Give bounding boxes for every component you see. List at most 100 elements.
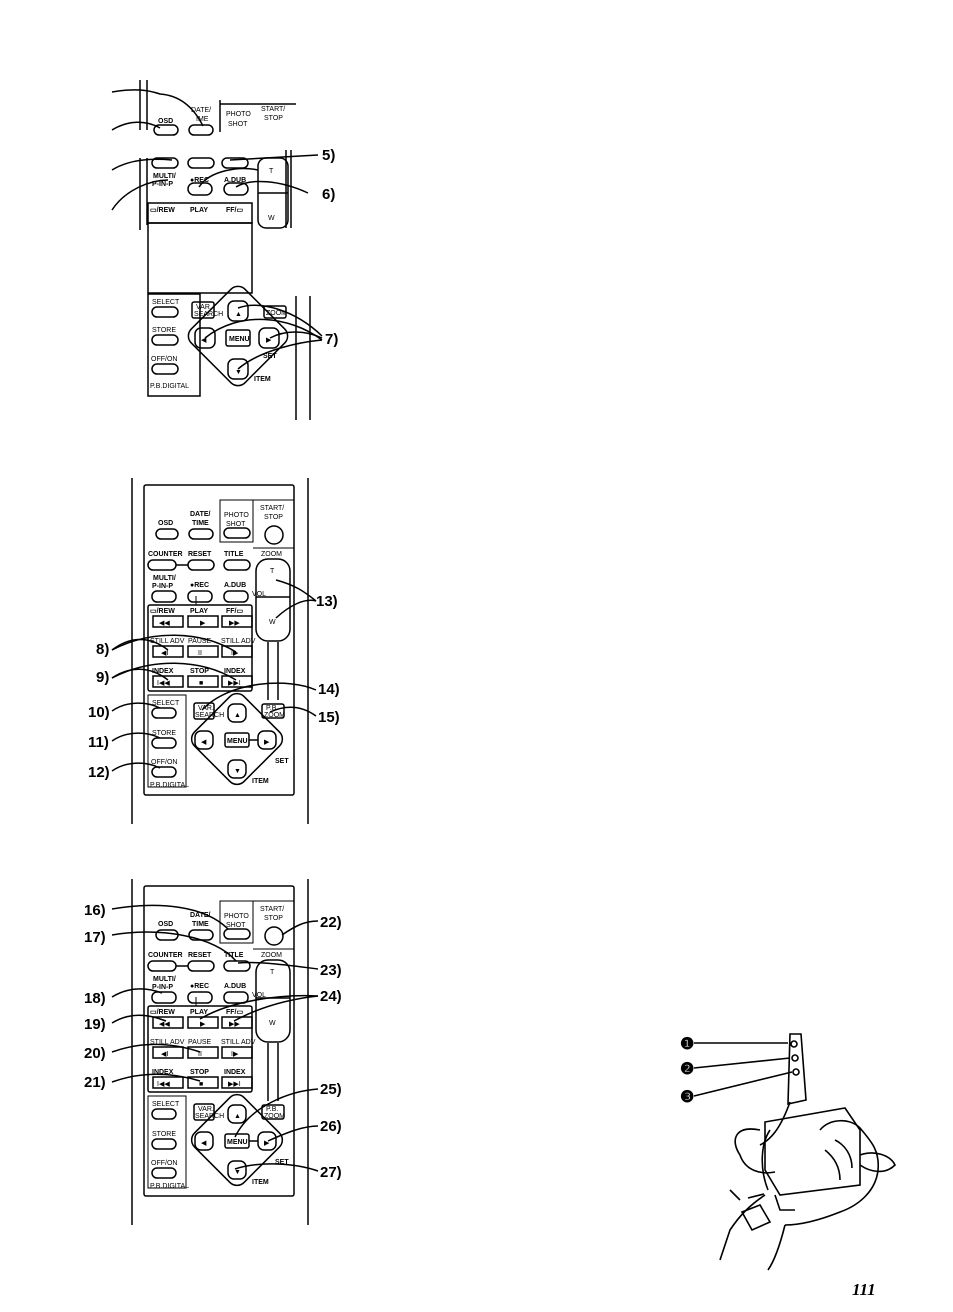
svg-text:PHOTO: PHOTO [224,512,249,519]
callout-16: 16) [84,902,106,919]
callout-18: 18) [84,990,106,1007]
svg-text:PLAY: PLAY [190,207,208,214]
svg-text:◀I: ◀I [161,650,168,657]
svg-text:▶: ▶ [266,337,272,344]
top-remote-text: OSD DATE/ IME PHOTO SHOT START/ STOP MUL… [150,106,287,390]
svg-text:OFF/ON: OFF/ON [151,1160,177,1167]
svg-text:STOP: STOP [264,915,283,922]
svg-text:START/: START/ [260,505,284,512]
svg-text:STOP: STOP [264,115,283,122]
svg-text:SEARCH: SEARCH [195,1113,224,1120]
svg-text:P-IN-P: P-IN-P [152,181,173,188]
svg-text:▭/REW: ▭/REW [150,608,175,615]
svg-text:P.B.DIGITAL: P.B.DIGITAL [150,383,189,390]
svg-text:SET: SET [275,758,289,765]
svg-text:INDEX: INDEX [152,1069,174,1076]
svg-text:OFF/ON: OFF/ON [151,356,177,363]
svg-text:◀◀: ◀◀ [159,1021,170,1028]
svg-text:ZOOM: ZOOM [266,310,287,317]
mic-marker-3: ❸ [680,1089,694,1106]
svg-text:ITEM: ITEM [252,1179,269,1186]
svg-text:I▶: I▶ [231,1051,239,1058]
svg-text:PAUSE: PAUSE [188,1039,212,1046]
callout-21: 21) [84,1074,106,1091]
svg-text:PLAY: PLAY [190,608,208,615]
svg-text:P-IN-P: P-IN-P [152,583,173,590]
svg-text:IME: IME [196,116,209,123]
callout-11: 11) [88,734,109,751]
svg-text:●REC: ●REC [190,177,209,184]
callout-12: 12) [88,764,110,781]
svg-text:ITEM: ITEM [254,376,271,383]
svg-text:II: II [198,1051,202,1058]
svg-text:▶▶: ▶▶ [229,1021,240,1028]
svg-text:STOP: STOP [190,1069,209,1076]
svg-text:TIME: TIME [192,520,209,527]
svg-text:SHOT: SHOT [228,121,248,128]
callout-25: 25) [320,1081,342,1098]
mic-marker-2: ❷ [680,1061,694,1078]
svg-text:FF/▭: FF/▭ [226,207,243,214]
svg-text:▭/REW: ▭/REW [150,207,175,214]
callout-10: 10) [88,704,110,721]
svg-text:P.B.DIGITAL: P.B.DIGITAL [150,782,189,789]
svg-text:●REC: ●REC [190,983,209,990]
svg-text:W: W [268,215,275,222]
svg-text:MENU: MENU [227,1139,248,1146]
svg-text:T: T [270,969,275,976]
svg-text:■: ■ [199,680,203,687]
svg-text:ZOOM: ZOOM [264,712,285,719]
svg-text:DATE/: DATE/ [190,912,211,919]
svg-text:▶: ▶ [264,1140,270,1147]
svg-text:W: W [269,619,276,626]
svg-text:INDEX: INDEX [224,1069,246,1076]
callout-22: 22) [320,914,342,931]
svg-text:MULTI/: MULTI/ [153,976,176,983]
svg-text:▶▶: ▶▶ [229,620,240,627]
svg-text:▶▶I: ▶▶I [228,1081,241,1088]
svg-text:STOP: STOP [264,514,283,521]
svg-text:STILL ADV: STILL ADV [221,1039,256,1046]
svg-text:▶: ▶ [264,739,270,746]
callout-15: 15) [318,709,340,726]
callout-6: 6) [322,186,335,203]
svg-text:SELECT: SELECT [152,299,180,306]
svg-text:STORE: STORE [152,327,176,334]
svg-text:I◀◀: I◀◀ [157,680,170,687]
svg-text:RESET: RESET [188,952,212,959]
svg-text:▲: ▲ [235,311,242,318]
svg-text:STILL ADV: STILL ADV [221,638,256,645]
svg-text:MULTI/: MULTI/ [153,575,176,582]
svg-text:T: T [270,568,275,575]
svg-text:MULTI/: MULTI/ [153,173,176,180]
osd-label: OSD [158,118,173,125]
svg-text:A.DUB: A.DUB [224,983,246,990]
callout-27: 27) [320,1164,342,1181]
svg-text:STOP: STOP [190,668,209,675]
svg-text:FF/▭: FF/▭ [226,1009,243,1016]
svg-text:STILL ADV: STILL ADV [150,638,185,645]
svg-text:VAR.: VAR. [198,705,214,712]
svg-text:TITLE: TITLE [224,952,244,959]
callout-14: 14) [318,681,340,698]
svg-text:SHOT: SHOT [226,922,246,929]
svg-text:STORE: STORE [152,730,176,737]
top-remote-figure [111,80,323,420]
svg-text:FF/▭: FF/▭ [226,608,243,615]
svg-text:MENU: MENU [229,336,250,343]
svg-text:▶: ▶ [200,620,206,627]
svg-text:◀: ◀ [201,739,207,746]
svg-text:MENU: MENU [227,738,248,745]
page-number: 111 [852,1280,876,1299]
camcorder-mic-illustration [693,1033,896,1271]
svg-text:▼: ▼ [234,1169,241,1176]
svg-text:ZOOM: ZOOM [261,952,282,959]
svg-text:▲: ▲ [234,712,241,719]
svg-text:VOL: VOL [252,992,266,999]
callout-13: 13) [316,593,338,610]
callout-7: 7) [325,331,338,348]
svg-text:VAR.: VAR. [196,304,212,311]
svg-text:DATE/: DATE/ [190,511,211,518]
svg-text:▶▶I: ▶▶I [228,680,241,687]
